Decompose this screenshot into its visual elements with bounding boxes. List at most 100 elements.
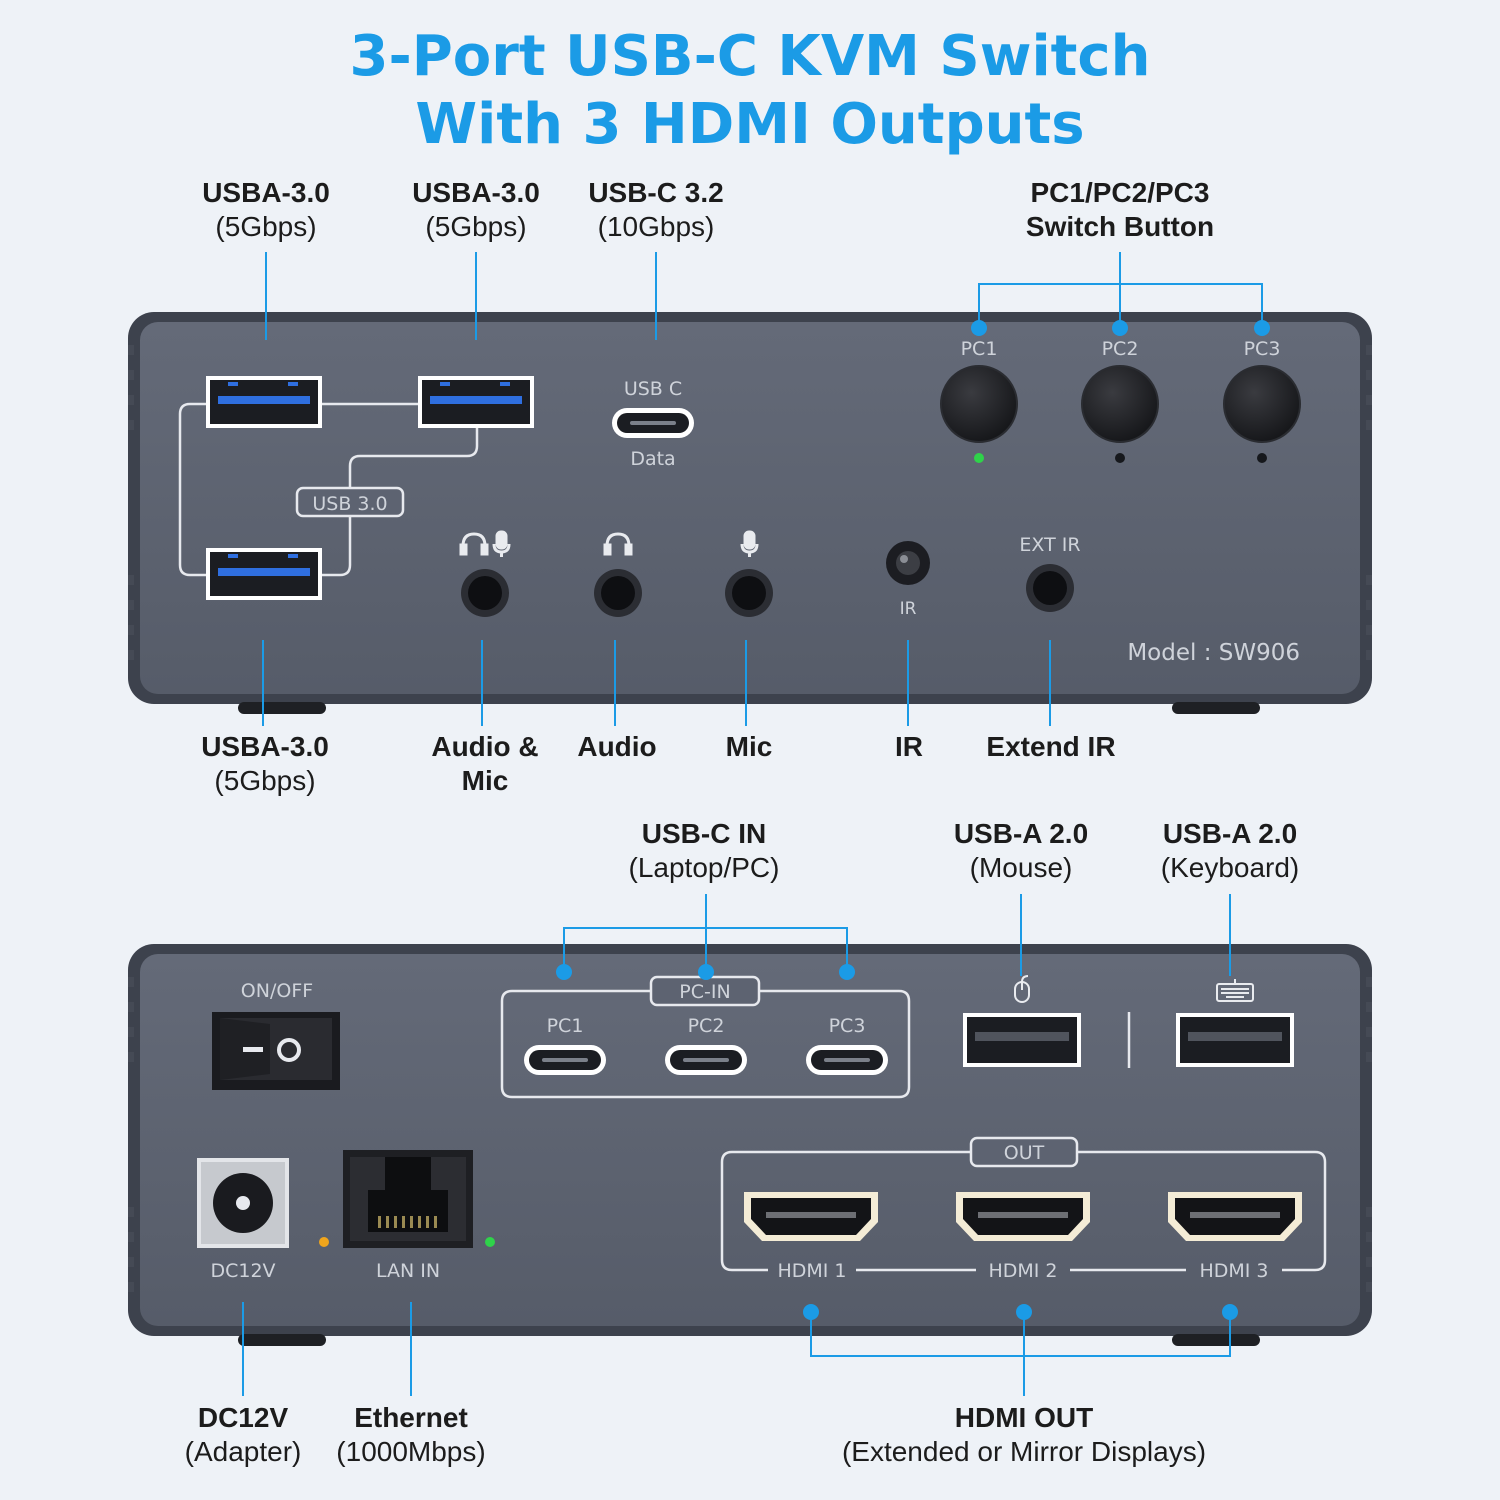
audio-mic-jack[interactable] <box>461 569 509 617</box>
dc-power-jack[interactable] <box>197 1158 289 1248</box>
callout-extend-ir-title: Extend IR <box>986 731 1116 762</box>
callout-usbc-in-title: USB-C IN <box>641 818 767 849</box>
led-pc2 <box>1115 453 1125 463</box>
rear-callout-dots <box>556 964 1238 1320</box>
callout-usba-3-title: USBA-3.0 <box>201 731 329 762</box>
usb-c-data-label: Data <box>630 448 675 470</box>
callout-usbc-32: USB-C 3.2 (10Gbps) <box>588 176 723 244</box>
callout-dc-sub: (Adapter) <box>184 1436 302 1467</box>
callout-ethernet-title: Ethernet <box>354 1402 468 1433</box>
usb-a-port-2[interactable] <box>418 376 534 428</box>
callout-dc12v: DC12V (Adapter) <box>185 1401 302 1469</box>
callout-audio-mic-sub: Mic <box>461 765 509 796</box>
switch-button-pc2[interactable] <box>1081 365 1159 443</box>
page-title-line-2: With 3 HDMI Outputs <box>415 92 1085 157</box>
usb-c-in-port-pc2[interactable] <box>665 1045 747 1075</box>
hdmi-port-3[interactable] <box>1168 1192 1302 1241</box>
switch-button-pc1[interactable] <box>940 365 1018 443</box>
switch-button-pc3[interactable] <box>1223 365 1301 443</box>
callout-keyboard-title: USB-A 2.0 <box>1162 818 1298 849</box>
pc-port-label-3: PC3 <box>829 1015 866 1037</box>
callout-audio: Audio <box>577 730 656 764</box>
callout-usba-1-sub: (5Gbps) <box>215 211 317 242</box>
callout-usb2-keyboard: USB-A 2.0 (Keyboard) <box>1161 817 1300 885</box>
power-switch-label: ON/OFF <box>241 980 313 1002</box>
callout-hdmi-out-title: HDMI OUT <box>954 1402 1094 1433</box>
usb-c-label: USB C <box>624 378 682 400</box>
callout-mouse-sub: (Mouse) <box>969 852 1073 883</box>
callout-usba-1: USBA-3.0 (5Gbps) <box>202 176 330 244</box>
usb-c-in-port-pc1[interactable] <box>524 1045 606 1075</box>
pc-port-label-2: PC2 <box>688 1015 725 1037</box>
hdmi-port-1[interactable] <box>744 1192 878 1241</box>
usb-c-data-port[interactable] <box>612 408 694 438</box>
front-callout-dots <box>971 320 1270 336</box>
usb30-badge-frame <box>295 486 405 518</box>
callout-usba-2-sub: (5Gbps) <box>425 211 527 242</box>
callout-usba-1-title: USBA-3.0 <box>202 177 330 208</box>
mic-icon <box>740 530 759 557</box>
callout-usbc-32-title: USB-C 3.2 <box>588 177 724 208</box>
callout-keyboard-sub: (Keyboard) <box>1160 852 1300 883</box>
callout-audio-mic-title: Audio & <box>431 731 539 762</box>
usb30-badge: USB 3.0 <box>312 493 387 515</box>
led-pc1 <box>974 453 984 463</box>
out-frame <box>720 1150 1327 1272</box>
callout-usba-3-sub: (5Gbps) <box>214 765 316 796</box>
usb-c-in-port-pc3[interactable] <box>806 1045 888 1075</box>
dc-label: DC12V <box>210 1260 275 1282</box>
out-badge: OUT <box>1004 1142 1045 1164</box>
lan-led-amber <box>319 1237 329 1247</box>
callout-ethernet: Ethernet (1000Mbps) <box>336 1401 485 1469</box>
ext-ir-jack[interactable] <box>1026 564 1074 612</box>
ext-ir-label: EXT IR <box>1019 534 1080 556</box>
power-switch[interactable] <box>212 1012 340 1090</box>
pc-port-label-1: PC1 <box>547 1015 584 1037</box>
callout-dc-title: DC12V <box>197 1402 289 1433</box>
callout-usba-2-title: USBA-3.0 <box>412 177 540 208</box>
ir-label: IR <box>900 599 917 619</box>
pc-in-badge: PC-IN <box>679 981 730 1003</box>
hdmi-port-2[interactable] <box>956 1192 1090 1241</box>
usb30-hub-lines <box>178 402 479 577</box>
callout-ir: IR <box>895 730 923 764</box>
audio-jack[interactable] <box>594 569 642 617</box>
ir-receiver <box>886 541 930 585</box>
callout-switch-title: PC1/PC2/PC3 <box>1030 177 1210 208</box>
callout-switch-sub: Switch Button <box>1025 211 1215 242</box>
callout-mic-title: Mic <box>725 731 773 762</box>
page-title-line-1: 3-Port USB-C KVM Switch <box>349 24 1151 89</box>
model-label: Model : SW906 <box>1127 640 1300 666</box>
callout-ethernet-sub: (1000Mbps) <box>336 1436 486 1467</box>
led-pc3 <box>1257 453 1267 463</box>
callout-usbc-32-sub: (10Gbps) <box>597 211 715 242</box>
usb-a-port-3[interactable] <box>206 548 322 600</box>
lan-port[interactable] <box>343 1150 473 1248</box>
mic-jack[interactable] <box>725 569 773 617</box>
button-label-pc2: PC2 <box>1102 338 1139 360</box>
lan-label: LAN IN <box>376 1260 440 1282</box>
callout-usb2-mouse: USB-A 2.0 (Mouse) <box>954 817 1088 885</box>
callout-mouse-title: USB-A 2.0 <box>953 818 1089 849</box>
button-label-pc1: PC1 <box>961 338 998 360</box>
usb-a-mouse-port[interactable] <box>963 1013 1081 1067</box>
callout-extend-ir: Extend IR <box>986 730 1115 764</box>
mouse-icon <box>1014 975 1030 1003</box>
usb-a-keyboard-port[interactable] <box>1176 1013 1294 1067</box>
callout-ir-title: IR <box>895 731 923 762</box>
callout-hdmi-out-sub: (Extended or Mirror Displays) <box>841 1436 1207 1467</box>
headphones-icon <box>603 532 633 556</box>
callout-audio-title: Audio <box>577 731 657 762</box>
button-label-pc3: PC3 <box>1244 338 1281 360</box>
usb-a-port-1[interactable] <box>206 376 322 428</box>
hdmi-label-3: HDMI 3 <box>1199 1260 1268 1282</box>
callout-mic: Mic <box>726 730 773 764</box>
callout-audio-mic: Audio & Mic <box>431 730 538 798</box>
keyboard-icon <box>1216 979 1254 1002</box>
callout-hdmi-out: HDMI OUT (Extended or Mirror Displays) <box>842 1401 1206 1469</box>
out-badge-frame <box>969 1136 1079 1168</box>
lan-led-green <box>485 1237 495 1247</box>
callout-switch-button: PC1/PC2/PC3 Switch Button <box>1026 176 1214 244</box>
callout-usba-2: USBA-3.0 (5Gbps) <box>412 176 540 244</box>
